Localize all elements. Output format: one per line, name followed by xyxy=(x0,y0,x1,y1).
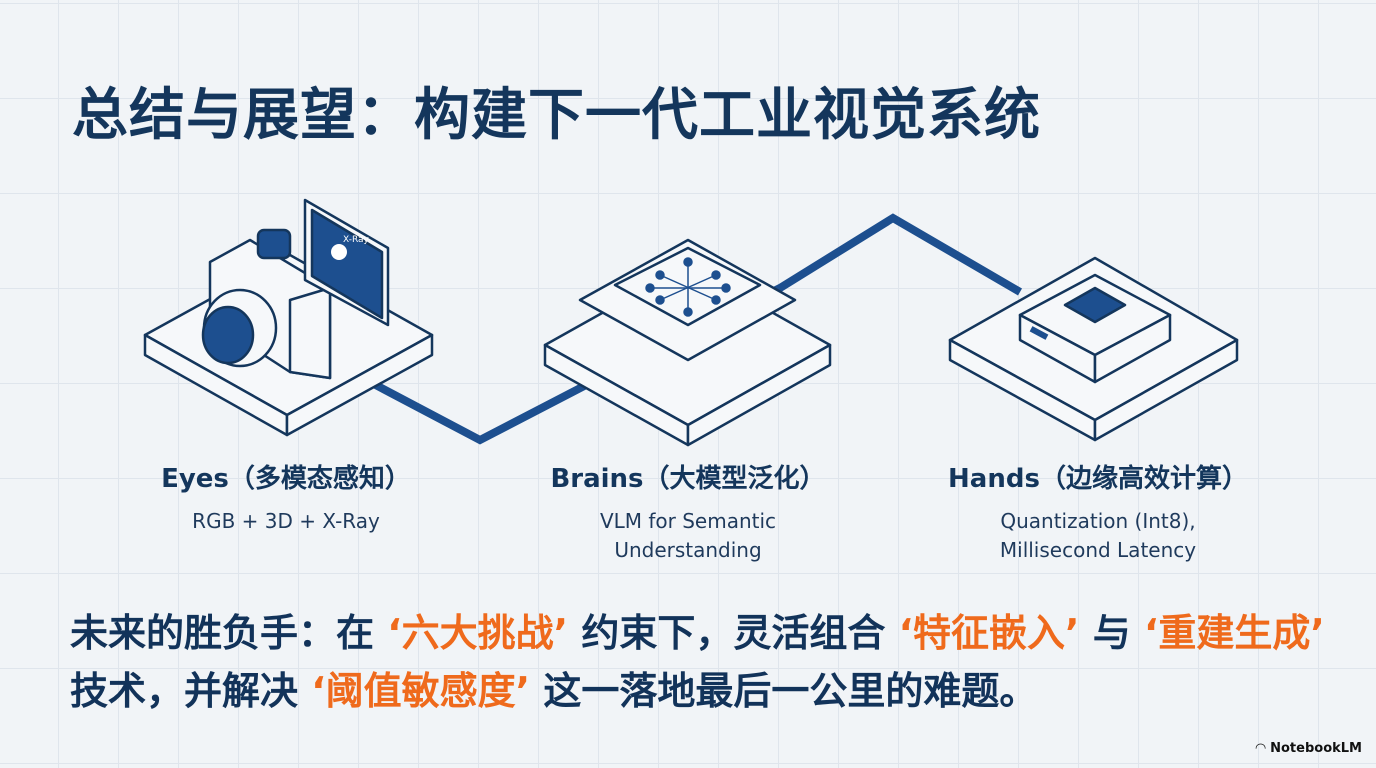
column-heading: Hands（边缘高效计算） xyxy=(948,464,1248,494)
highlight-term: ‘六大挑战’ xyxy=(387,611,569,655)
column-subtext: RGB + 3D + X-Ray xyxy=(192,509,380,533)
page-title: 总结与展望：构建下一代工业视觉系统 xyxy=(72,83,1041,148)
notebooklm-logo-icon: ◠ xyxy=(1255,741,1271,756)
text-segment: 未来的胜负手：在 xyxy=(70,611,375,655)
highlight-term: ‘阈值敏感度’ xyxy=(311,669,531,713)
pipeline-illustration: X-Ray xyxy=(143,198,1239,447)
edge-device-icon xyxy=(1018,273,1172,384)
column-subtext: Understanding xyxy=(614,538,762,562)
text-segment: 技术，并解决 xyxy=(70,669,299,713)
column-heading: Eyes（多模态感知） xyxy=(161,464,411,494)
brains-platform xyxy=(543,238,832,447)
text-segment: 这一落地最后一公里的难题。 xyxy=(543,669,1038,713)
text-segment: 与 xyxy=(1092,611,1131,655)
column-eyes: Eyes（多模态感知） RGB + 3D + X-Ray xyxy=(96,458,476,536)
notebooklm-watermark: ◠ NotebookLM xyxy=(1256,741,1362,756)
highlight-term: ‘特征嵌入’ xyxy=(898,611,1080,655)
xray-screen-icon: X-Ray xyxy=(303,198,390,327)
column-hands: Hands（边缘高效计算） Quantization (Int8), Millis… xyxy=(908,458,1288,565)
column-heading: Brains（大模型泛化） xyxy=(550,464,826,494)
conclusion-text: 未来的胜负手：在 ‘六大挑战’ 约束下，灵活组合 ‘特征嵌入’ 与 ‘重建生成’… xyxy=(70,604,1330,720)
text-segment: 约束下，灵活组合 xyxy=(581,611,886,655)
column-subtext: VLM for Semantic xyxy=(599,509,777,533)
column-subtext: Millisecond Latency xyxy=(999,538,1197,562)
camera-icon xyxy=(201,228,332,380)
eyes-platform: X-Ray xyxy=(143,198,434,437)
hands-platform xyxy=(948,256,1239,442)
column-subtext: Quantization (Int8), xyxy=(1000,509,1196,533)
neural-network-icon xyxy=(645,257,731,317)
xray-label: X-Ray xyxy=(343,235,370,245)
watermark-text: NotebookLM xyxy=(1270,741,1362,756)
highlight-term: ‘重建生成’ xyxy=(1143,611,1325,655)
